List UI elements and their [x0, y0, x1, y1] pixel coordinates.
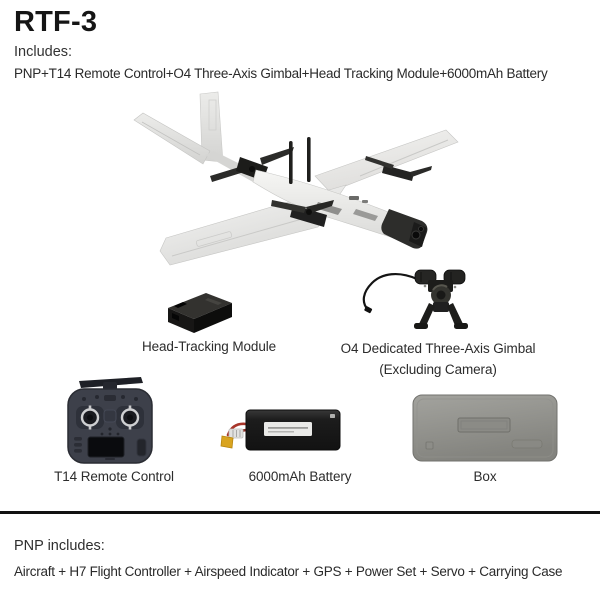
head-tracking-module-image	[160, 286, 265, 342]
gimbal-image	[355, 266, 470, 336]
remote-label: T14 Remote Control	[54, 469, 174, 484]
includes-label: Includes:	[14, 44, 73, 60]
head-tracking-module-illustration	[168, 293, 232, 333]
battery-image	[220, 402, 346, 458]
pnp-includes-label: PNP includes:	[14, 538, 105, 554]
remote-image	[62, 376, 158, 466]
includes-line: PNP+T14 Remote Control+O4 Three-Axis Gim…	[14, 66, 548, 81]
box-image	[410, 392, 560, 464]
page-title: RTF-3	[14, 6, 98, 38]
remote-illustration	[67, 377, 153, 464]
box-label: Box	[473, 469, 497, 484]
battery-illustration	[220, 409, 341, 451]
aircraft-illustration	[133, 91, 459, 266]
battery-label: 6000mAh Battery	[248, 469, 352, 484]
gimbal-label-line2: (Excluding Camera)	[379, 362, 497, 377]
box-illustration	[412, 394, 558, 462]
gimbal-label-line1: O4 Dedicated Three-Axis Gimbal	[340, 341, 536, 356]
gimbal-illustration	[362, 269, 468, 329]
head-tracking-module-label: Head-Tracking Module	[141, 339, 277, 354]
section-divider	[0, 511, 600, 514]
aircraft-image	[60, 88, 540, 288]
pnp-includes-line: Aircraft + H7 Flight Controller + Airspe…	[14, 564, 563, 579]
